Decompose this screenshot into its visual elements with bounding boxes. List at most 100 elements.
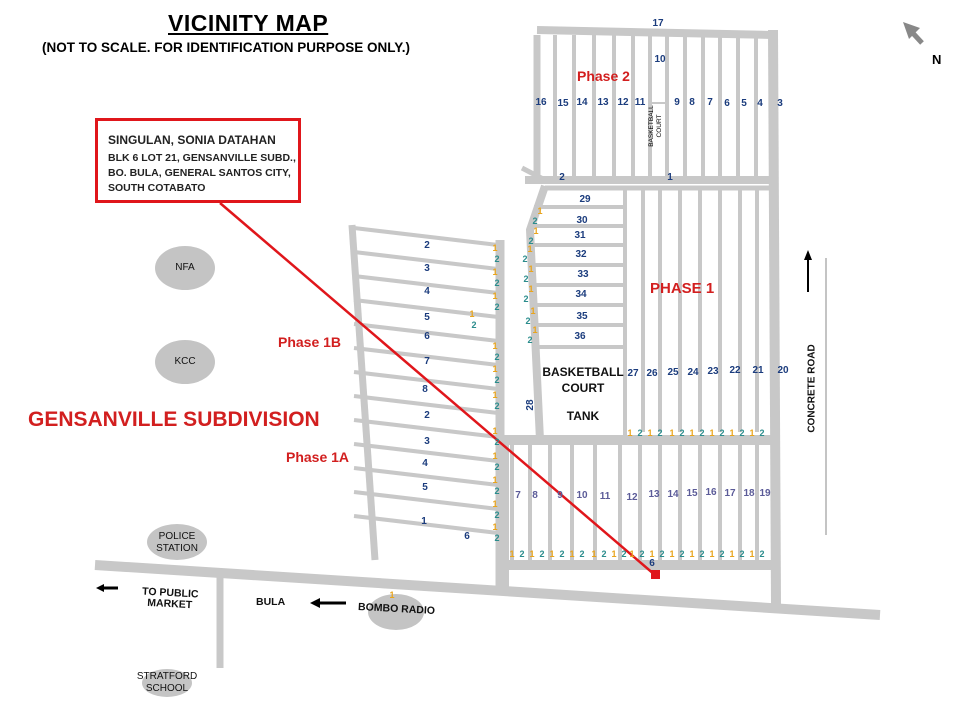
lot-corner-marker: 1 [549, 549, 554, 559]
lot-number-phase1: 31 [574, 230, 586, 241]
lot-line [353, 298, 499, 319]
tank-label: TANK [566, 409, 600, 423]
lot-corner-marker: 2 [539, 549, 544, 559]
lot-corner-marker: 1 [469, 309, 474, 319]
lot-number-phase1b: 5 [424, 312, 430, 323]
label-line: STATION [156, 543, 198, 554]
lot-number-phase2: 2 [559, 172, 565, 183]
bula-label: BULA [256, 596, 286, 608]
lot-corner-marker: 1 [509, 549, 514, 559]
lot-corner-marker: 2 [471, 320, 476, 330]
lot-corner-marker: 2 [494, 375, 499, 385]
lot-corner-marker: 1 [709, 549, 714, 559]
lot-corner-marker: 2 [494, 352, 499, 362]
lot-number-phase1b: 2 [424, 410, 430, 421]
lot-corner-marker: 1 [591, 549, 596, 559]
road [348, 224, 379, 561]
lot-line [353, 442, 499, 463]
lot-corner-marker: 2 [523, 294, 528, 304]
lot-corner-marker: 1 [528, 284, 533, 294]
lot-number-phase1b: 2 [424, 240, 430, 251]
lot-number-phase2: 7 [707, 97, 713, 108]
lot-number-phase1a: 7 [515, 490, 521, 501]
lot-number-phase1: 29 [579, 194, 591, 205]
kcc-label: KCC [174, 356, 196, 367]
lot-corner-marker: 2 [699, 428, 704, 438]
lot-corner-marker: 2 [494, 486, 499, 496]
lot-number-phase1a: 14 [667, 489, 679, 500]
lot-corner-marker: 1 [492, 243, 497, 253]
to-public-market-label: TO PUBLIC MARKET [131, 586, 208, 612]
lot-corner-marker: 1 [492, 390, 497, 400]
lot-number-phase2: 16 [535, 97, 547, 108]
lot-corner-marker: 1 [749, 428, 754, 438]
lot-line [353, 466, 499, 487]
lot-corner-marker: 1 [669, 428, 674, 438]
lot-corner-marker: 2 [637, 428, 642, 438]
lot-corner-marker: 2 [759, 428, 764, 438]
lot-number-phase2: 4 [757, 98, 763, 109]
lot-corner-marker: 1 [527, 244, 532, 254]
lot-corner-marker: 2 [679, 428, 684, 438]
lot-number-phase1a: 15 [686, 488, 698, 499]
lot-number-phase2: 1 [667, 172, 673, 183]
lot-number-phase1a: 6 [649, 558, 655, 569]
lot-number-phase1a: 13 [648, 489, 660, 500]
lot-corner-marker: 2 [494, 437, 499, 447]
lot-corner-marker: 1 [729, 428, 734, 438]
lot-number-phase2: 6 [724, 98, 730, 109]
lot-corner-marker: 2 [739, 428, 744, 438]
lot-number-phase1: 27 [627, 368, 639, 379]
lot-corner-marker: 1 [611, 549, 616, 559]
lot-corner-marker: 1 [492, 451, 497, 461]
map-title: VICINITY MAP [168, 10, 329, 36]
lot-corner-marker: 2 [719, 428, 724, 438]
lot-corner-marker: 2 [559, 549, 564, 559]
lot-number-phase1: 34 [575, 289, 587, 300]
road [536, 26, 773, 39]
lot-corner-marker: 2 [532, 216, 537, 226]
label-line: COURT [561, 381, 605, 395]
lot-corner-marker: 1 [528, 264, 533, 274]
police-station-landmark [147, 524, 207, 560]
label-line: BASKETBALL [542, 365, 624, 379]
lot-corner-marker: 1 [689, 428, 694, 438]
lot-number-phase1: 26 [646, 368, 658, 379]
lot-corner-marker: 1 [492, 522, 497, 532]
lot-number-phase1: 23 [707, 366, 719, 377]
lot-line [353, 514, 499, 535]
lot-corner-marker: 1 [492, 475, 497, 485]
lot-line [353, 394, 499, 415]
owner-address-line: BO. BULA, GENERAL SANTOS CITY, [108, 167, 291, 179]
lot-corner-marker: 2 [494, 302, 499, 312]
lot-line [353, 226, 499, 247]
bombo-radio-landmark [368, 594, 424, 630]
lot-line [353, 250, 499, 271]
concrete-road-label: CONCRETE ROAD [806, 344, 818, 433]
label-line: COURT [656, 114, 663, 138]
road [768, 29, 781, 606]
lot-corner-marker: 2 [494, 401, 499, 411]
label-line: POLICE [158, 531, 196, 542]
lot-number-phase2: 11 [635, 97, 646, 108]
stratford-school-label: STRATFORD SCHOOL [130, 671, 204, 695]
lot-number-phase1a: 8 [532, 490, 538, 501]
lot-line [353, 346, 499, 367]
lot-corner-marker: 1 [689, 549, 694, 559]
lot-corner-marker: 2 [523, 274, 528, 284]
lot-corner-marker: 2 [719, 549, 724, 559]
lot-corner-marker: 2 [494, 254, 499, 264]
lot-corner-marker: 1 [749, 549, 754, 559]
lot-corner-marker: 2 [759, 549, 764, 559]
lot-number-phase1: 36 [574, 331, 586, 342]
lot-corner-marker: 2 [528, 236, 533, 246]
lot-corner-marker: 2 [494, 510, 499, 520]
kcc-landmark [155, 340, 215, 384]
lot-corner-marker: 2 [639, 549, 644, 559]
lot-number-phase1b: 4 [422, 458, 428, 469]
lot-corner-marker: 1 [492, 267, 497, 277]
nfa-label: NFA [175, 262, 195, 273]
lot-corner-marker: 1 [492, 291, 497, 301]
arrow-head-icon [96, 584, 104, 592]
